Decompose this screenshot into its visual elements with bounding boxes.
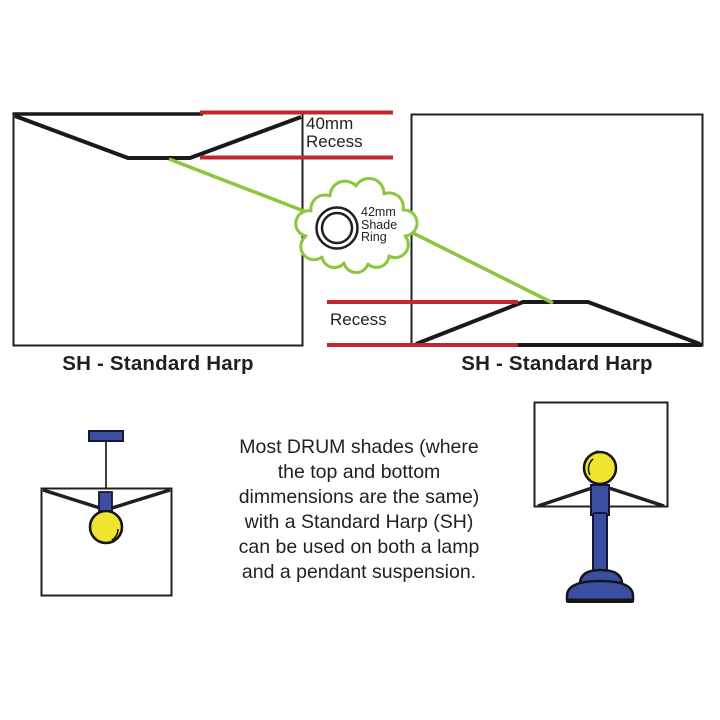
pendant-ceiling-mount — [88, 430, 124, 442]
left-diagram-caption: SH - Standard Harp — [62, 352, 254, 375]
right-shade-diagram — [327, 113, 704, 347]
recess-40mm-label: 40mm Recess — [306, 114, 363, 151]
drum-shade-description: Most DRUM shades (where the top and bott… — [238, 436, 480, 583]
table-lamp-illustration — [533, 401, 669, 603]
cloud-callout — [294, 176, 419, 275]
shade-ring-inner-circle — [320, 211, 354, 245]
pendant-bulb-highlight — [111, 528, 119, 541]
right-shade-outline — [410, 113, 704, 347]
pendant-bulb — [88, 509, 124, 545]
pendant-lamp-illustration — [40, 430, 173, 597]
shade-ring-icon — [315, 206, 359, 250]
right-harp-outline — [415, 300, 701, 346]
left-shade-diagram — [12, 110, 393, 347]
pendant-socket — [98, 491, 113, 512]
pendant-harp-right — [111, 488, 171, 510]
table-lamp-bulb-highlight-dash — [592, 450, 599, 455]
shade-ring-label: 42mm Shade Ring — [361, 205, 398, 244]
pointer-line-right — [394, 222, 554, 305]
table-lamp-bulb-highlight — [587, 458, 594, 476]
table-lamp-socket — [590, 484, 610, 516]
right-diagram-caption: SH - Standard Harp — [461, 352, 653, 375]
left-shade-outline — [12, 112, 304, 347]
table-lamp-base-bottom-edge — [566, 598, 634, 603]
table-lamp-base-lower — [565, 579, 635, 602]
pendant-harp-left — [42, 488, 101, 510]
left-harp-outline — [14, 114, 302, 160]
table-lamp-column — [592, 512, 608, 576]
recess-label: Recess — [330, 310, 387, 329]
